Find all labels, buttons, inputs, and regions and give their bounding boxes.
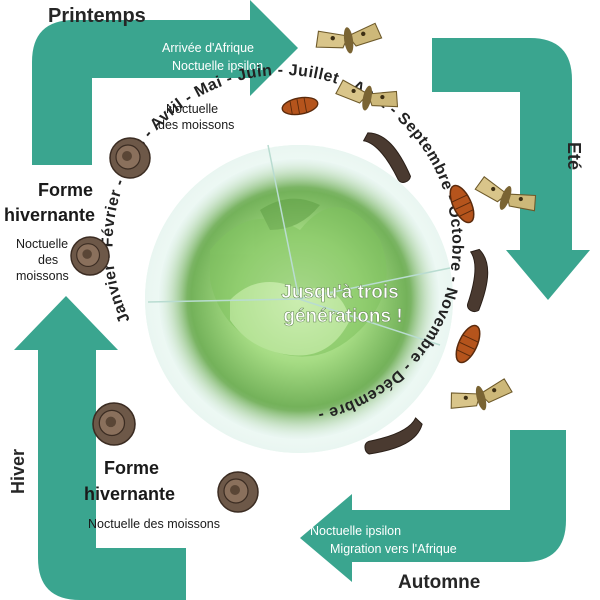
autumn-arrow bbox=[300, 430, 566, 582]
season-ete: Eté bbox=[564, 142, 584, 170]
left-species-line1: Noctuelle bbox=[16, 237, 68, 251]
spring-arrow bbox=[32, 0, 298, 165]
curled-caterpillar-icon bbox=[217, 471, 259, 513]
curled-caterpillar-icon bbox=[92, 402, 136, 446]
spring-note-line2: Noctuelle ipsilon bbox=[172, 59, 263, 73]
left-species-line3: moissons bbox=[16, 269, 69, 283]
season-printemps: Printemps bbox=[48, 5, 146, 27]
lettuce-disc bbox=[145, 144, 453, 453]
curled-caterpillar-icon bbox=[70, 236, 110, 276]
season-hiver: Hiver bbox=[8, 449, 28, 494]
spring-note-line1: Arrivée d'Afrique bbox=[162, 41, 254, 55]
left-form-line2: hivernante bbox=[4, 205, 95, 225]
moth-icon bbox=[313, 22, 384, 59]
bottom-form-line1: Forme bbox=[104, 458, 159, 478]
autumn-note-line2: Migration vers l'Afrique bbox=[330, 542, 457, 556]
season-automne: Automne bbox=[398, 572, 480, 593]
larva-icon bbox=[460, 247, 493, 314]
winter-arrow bbox=[14, 296, 186, 600]
pupa-icon bbox=[450, 321, 486, 367]
bottom-species: Noctuelle des moissons bbox=[88, 517, 220, 531]
center-text-line2: générations ! bbox=[283, 306, 402, 327]
summer-arrow bbox=[432, 38, 590, 300]
top-species-line2: des moissons bbox=[158, 118, 234, 132]
bottom-form-line2: hivernante bbox=[84, 484, 175, 504]
curled-caterpillar-icon bbox=[109, 137, 151, 179]
moth-icon bbox=[446, 377, 516, 419]
cycle-arrows bbox=[14, 0, 590, 600]
center-text-line1: Jusqu'à trois bbox=[281, 282, 399, 303]
left-species-line2: des bbox=[38, 253, 58, 267]
left-form-line1: Forme bbox=[38, 180, 93, 200]
autumn-note-line1: Noctuelle ipsilon bbox=[310, 524, 401, 538]
top-species-line1: Noctuelle bbox=[166, 102, 218, 116]
pupa-icon bbox=[280, 94, 320, 118]
